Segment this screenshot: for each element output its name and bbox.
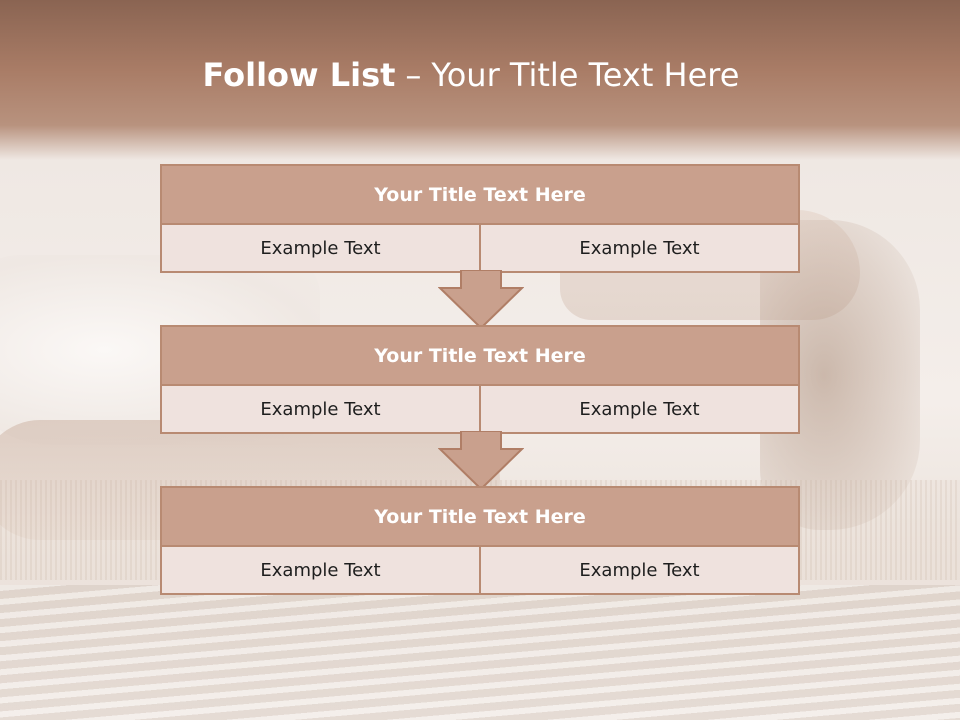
step-left-text: Example Text: [162, 386, 479, 432]
step-box-1: Your Title Text Here Example Text Exampl…: [160, 164, 800, 273]
step-left-text: Example Text: [162, 547, 479, 593]
title-rest: Your Title Text Here: [431, 56, 740, 94]
step-row: Example Text Example Text: [162, 225, 798, 271]
step-right-text: Example Text: [479, 386, 798, 432]
step-right-text: Example Text: [479, 225, 798, 271]
background-water-image: [0, 585, 960, 720]
down-arrow-icon: [438, 431, 524, 491]
step-box-2: Your Title Text Here Example Text Exampl…: [160, 325, 800, 434]
down-arrow-icon: [438, 270, 524, 330]
step-right-text: Example Text: [479, 547, 798, 593]
title-separator: –: [405, 56, 422, 94]
step-row: Example Text Example Text: [162, 386, 798, 432]
step-box-3: Your Title Text Here Example Text Exampl…: [160, 486, 800, 595]
title-strong: Follow List: [202, 56, 396, 94]
step-left-text: Example Text: [162, 225, 479, 271]
slide-title: Follow List–Your Title Text Here: [0, 56, 942, 94]
step-row: Example Text Example Text: [162, 547, 798, 593]
step-title: Your Title Text Here: [162, 327, 798, 386]
step-title: Your Title Text Here: [162, 166, 798, 225]
step-title: Your Title Text Here: [162, 488, 798, 547]
